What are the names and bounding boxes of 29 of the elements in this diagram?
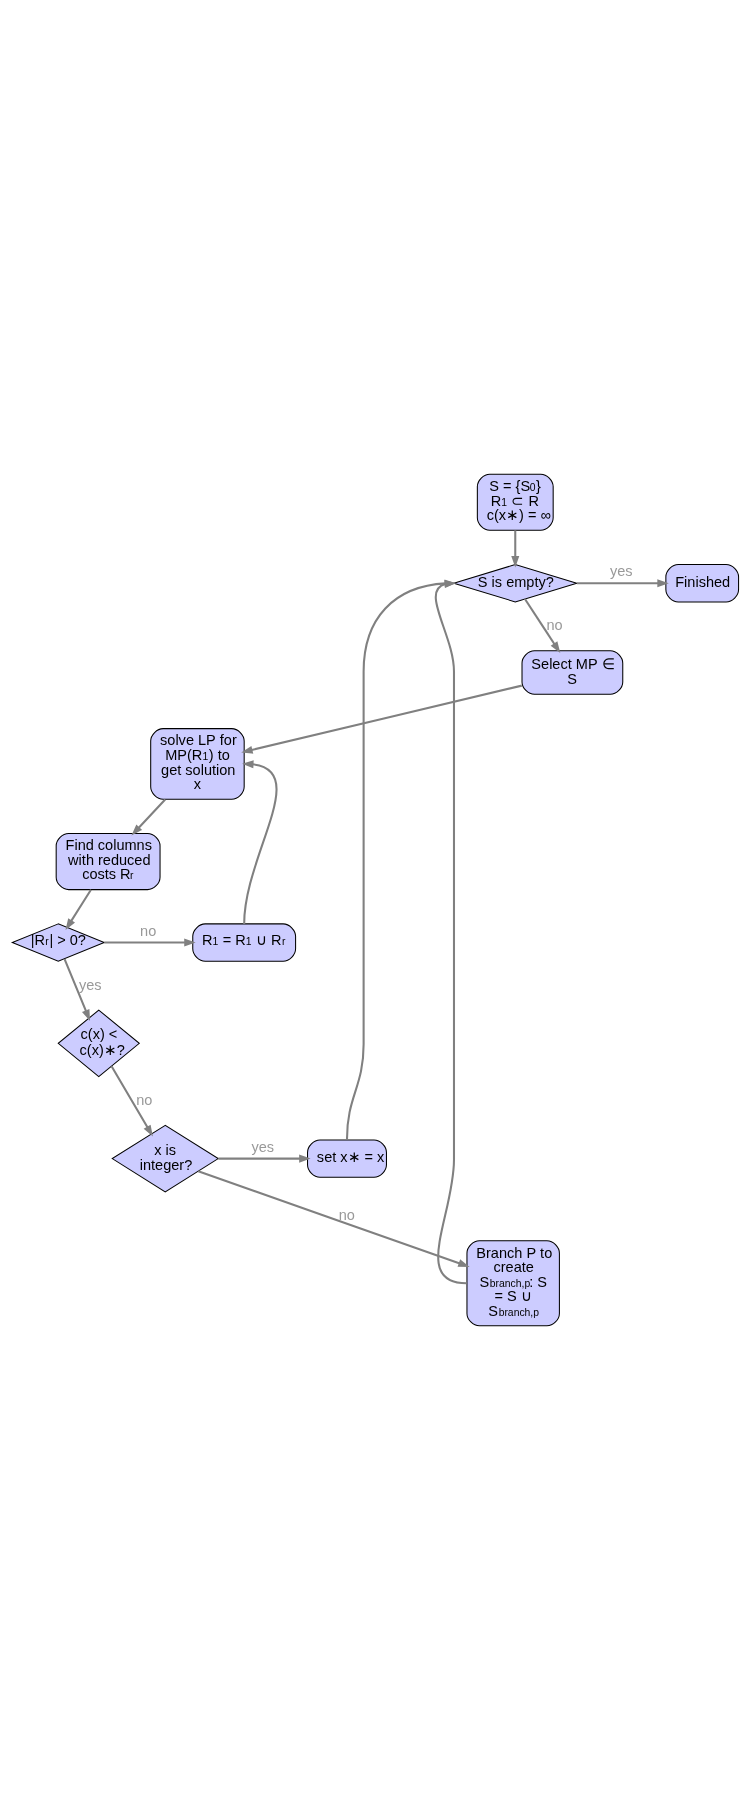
node-box: Branch P to create Sbranch,p: S = S ∪ Sbranch,p [466, 1240, 560, 1327]
edge-label: no [140, 922, 157, 939]
arrow [524, 598, 561, 654]
arrow [104, 938, 196, 947]
node-box: Find columns with reduced costs Rr [55, 833, 161, 891]
node-box: Select MP ∈ S [521, 650, 624, 695]
edge-label: no [546, 617, 563, 634]
node-diamond: |Rr| > 0? [10, 923, 106, 962]
edge-label: no [136, 1091, 153, 1108]
arrow [511, 530, 520, 568]
node-box: solve LP for MP(R1) to get solution x [150, 728, 245, 800]
edge-label: yes [79, 976, 102, 993]
arrow [242, 760, 278, 924]
arrow [65, 889, 92, 931]
node-box: S = {S0} R1 ⊂ R c(x∗) = ∞ [476, 473, 554, 531]
arrow [131, 798, 166, 836]
edge-label: yes [251, 1138, 275, 1155]
node-diamond: S is empty? [451, 563, 579, 603]
arrow [110, 1065, 153, 1137]
edge-label: no [338, 1207, 355, 1224]
node-box: set x∗ = x [307, 1139, 387, 1178]
arrow [63, 958, 91, 1022]
node-box: R1 = R1 ∪ Rr [192, 923, 297, 962]
node-box: Finished [665, 564, 740, 603]
arrow [577, 579, 669, 588]
arrow [218, 1154, 311, 1163]
arrow [241, 684, 523, 754]
edge-label: yes [609, 563, 633, 580]
arrow [197, 1170, 470, 1267]
